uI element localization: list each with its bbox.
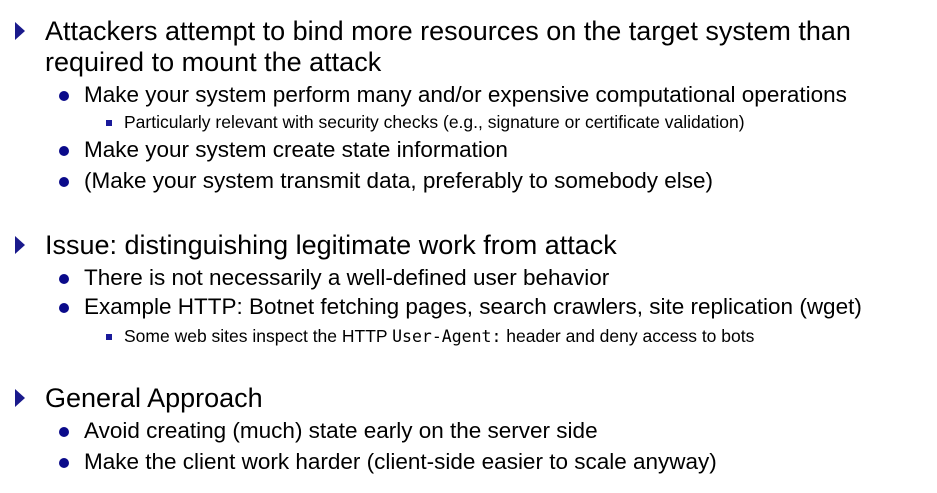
arrow-bullet-icon	[15, 236, 25, 254]
code-text: User-Agent:	[392, 327, 502, 346]
dot-bullet-icon	[59, 458, 69, 468]
sub-bullet-text: Avoid creating (much) state early on the…	[84, 418, 598, 443]
sub-bullet-text: Make your system perform many and/or exp…	[84, 82, 847, 107]
sub-sub-bullet-text: Some web sites inspect the HTTP User-Age…	[124, 326, 755, 346]
bullet-text: Attackers attempt to bind more resources…	[45, 16, 851, 46]
dot-bullet-icon	[59, 91, 69, 101]
sub-bullet-text: There is not necessarily a well-defined …	[84, 265, 610, 290]
square-bullet-icon	[106, 120, 112, 126]
square-bullet-icon	[106, 334, 112, 340]
sub-bullet-text: Example HTTP: Botnet fetching pages, sea…	[84, 294, 862, 319]
bullet-text: Issue: distinguishing legitimate work fr…	[45, 230, 617, 260]
bullet-text: required to mount the attack	[45, 47, 382, 77]
arrow-bullet-icon	[15, 389, 25, 407]
dot-bullet-icon	[59, 146, 69, 156]
dot-bullet-icon	[59, 274, 69, 284]
sub-sub-bullet-text: Particularly relevant with security chec…	[124, 112, 745, 132]
bullet-text: General Approach	[45, 383, 263, 413]
dot-bullet-icon	[59, 427, 69, 437]
dot-bullet-icon	[59, 177, 69, 187]
dot-bullet-icon	[59, 303, 69, 313]
sub-bullet-text: Make your system create state informatio…	[84, 137, 508, 162]
text: Some web sites inspect the HTTP	[124, 326, 393, 346]
arrow-bullet-icon	[15, 22, 25, 40]
text: header and deny access to bots	[501, 326, 755, 346]
sub-bullet-text: Make the client work harder (client-side…	[84, 449, 717, 474]
sub-bullet-text: (Make your system transmit data, prefera…	[84, 168, 714, 193]
